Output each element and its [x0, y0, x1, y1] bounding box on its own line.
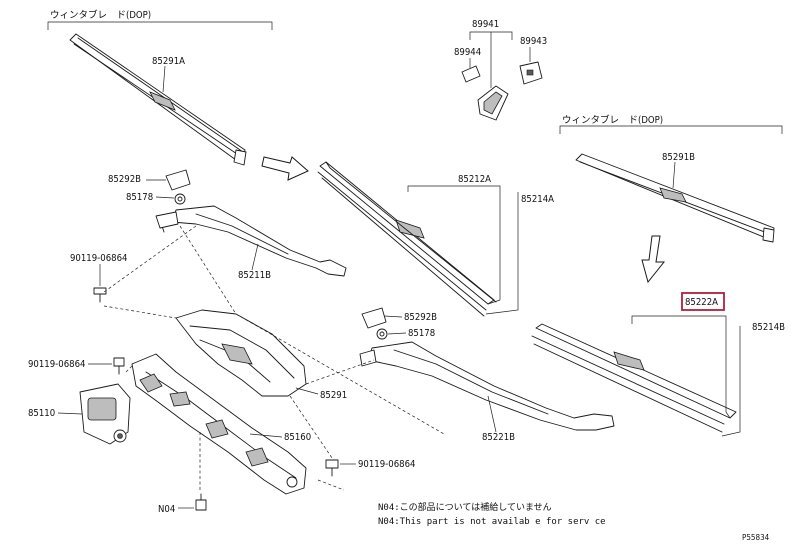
label-85178-mid[interactable]: 85178: [408, 328, 435, 339]
label-85222A[interactable]: 85222A: [685, 297, 718, 308]
wiper-blade-85291A[interactable]: [69, 33, 247, 166]
label-89944[interactable]: 89944: [454, 47, 481, 58]
label-N04[interactable]: N04: [158, 504, 175, 515]
bolt-90119-bot[interactable]: [325, 459, 339, 477]
label-85214A[interactable]: 85214A: [521, 194, 554, 205]
label-90119-bot[interactable]: 90119-06864: [358, 459, 415, 470]
label-85291B[interactable]: 85291B: [662, 152, 695, 163]
wiper-blade-85291B[interactable]: [575, 153, 775, 243]
label-89941[interactable]: 89941: [472, 19, 499, 30]
label-85291A[interactable]: 85291A: [152, 56, 185, 67]
label-85291[interactable]: 85291: [320, 390, 347, 401]
label-85214B[interactable]: 85214B: [752, 322, 785, 333]
highlight-85222A: [681, 292, 725, 311]
bolt-90119-mid[interactable]: [113, 357, 125, 375]
wiper-link-85291[interactable]: [175, 309, 307, 397]
label-wiper-blade-right: ウィンタブレ ド(DOP): [562, 114, 663, 126]
arrow-down-icon: [641, 235, 666, 284]
clip-89944[interactable]: [461, 65, 481, 83]
cap-85292B-mid[interactable]: [361, 307, 387, 329]
diagram-code: P55834: [742, 533, 770, 542]
wiper-blade-assy-85212A[interactable]: [317, 161, 497, 317]
footnote-jp: N04:この部品については補給していません: [378, 501, 552, 513]
label-90119-top[interactable]: 90119-06864: [70, 253, 127, 264]
nut-85178-mid[interactable]: [376, 328, 388, 340]
clip-89943[interactable]: [519, 61, 543, 85]
label-85292B-top[interactable]: 85292B: [108, 174, 141, 185]
cap-85292B-top[interactable]: [165, 169, 191, 191]
wiper-blade-assy-85222A[interactable]: [531, 323, 737, 433]
label-85221B[interactable]: 85221B: [482, 432, 515, 443]
label-85178-top[interactable]: 85178: [126, 192, 153, 203]
label-89943[interactable]: 89943: [520, 36, 547, 47]
wiper-arm-85211B[interactable]: [155, 205, 347, 277]
bolt-90119-top[interactable]: [93, 287, 107, 303]
assembly-lines: [103, 225, 445, 491]
clip-89941[interactable]: [477, 85, 509, 121]
nut-85178-top[interactable]: [174, 193, 186, 205]
footnote-en: N04:This part is not availab e for serv …: [378, 517, 606, 527]
bracket-left-blade: [47, 21, 273, 30]
label-wiper-blade-left: ウィンタブレ ド(DOP): [50, 9, 151, 21]
label-85212A[interactable]: 85212A: [458, 174, 491, 185]
label-85110[interactable]: 85110: [28, 408, 55, 419]
part-N04[interactable]: [195, 493, 207, 511]
wiper-link-rod-85160[interactable]: [131, 353, 307, 495]
label-85292B-mid[interactable]: 85292B: [404, 312, 437, 323]
label-90119-mid[interactable]: 90119-06864: [28, 359, 85, 370]
arrow-right-icon: [261, 156, 309, 181]
label-85211B[interactable]: 85211B: [238, 270, 271, 281]
wiper-arm-85221B[interactable]: [359, 341, 615, 431]
wiper-motor-85110[interactable]: [79, 383, 131, 445]
label-85160[interactable]: 85160: [284, 432, 311, 443]
